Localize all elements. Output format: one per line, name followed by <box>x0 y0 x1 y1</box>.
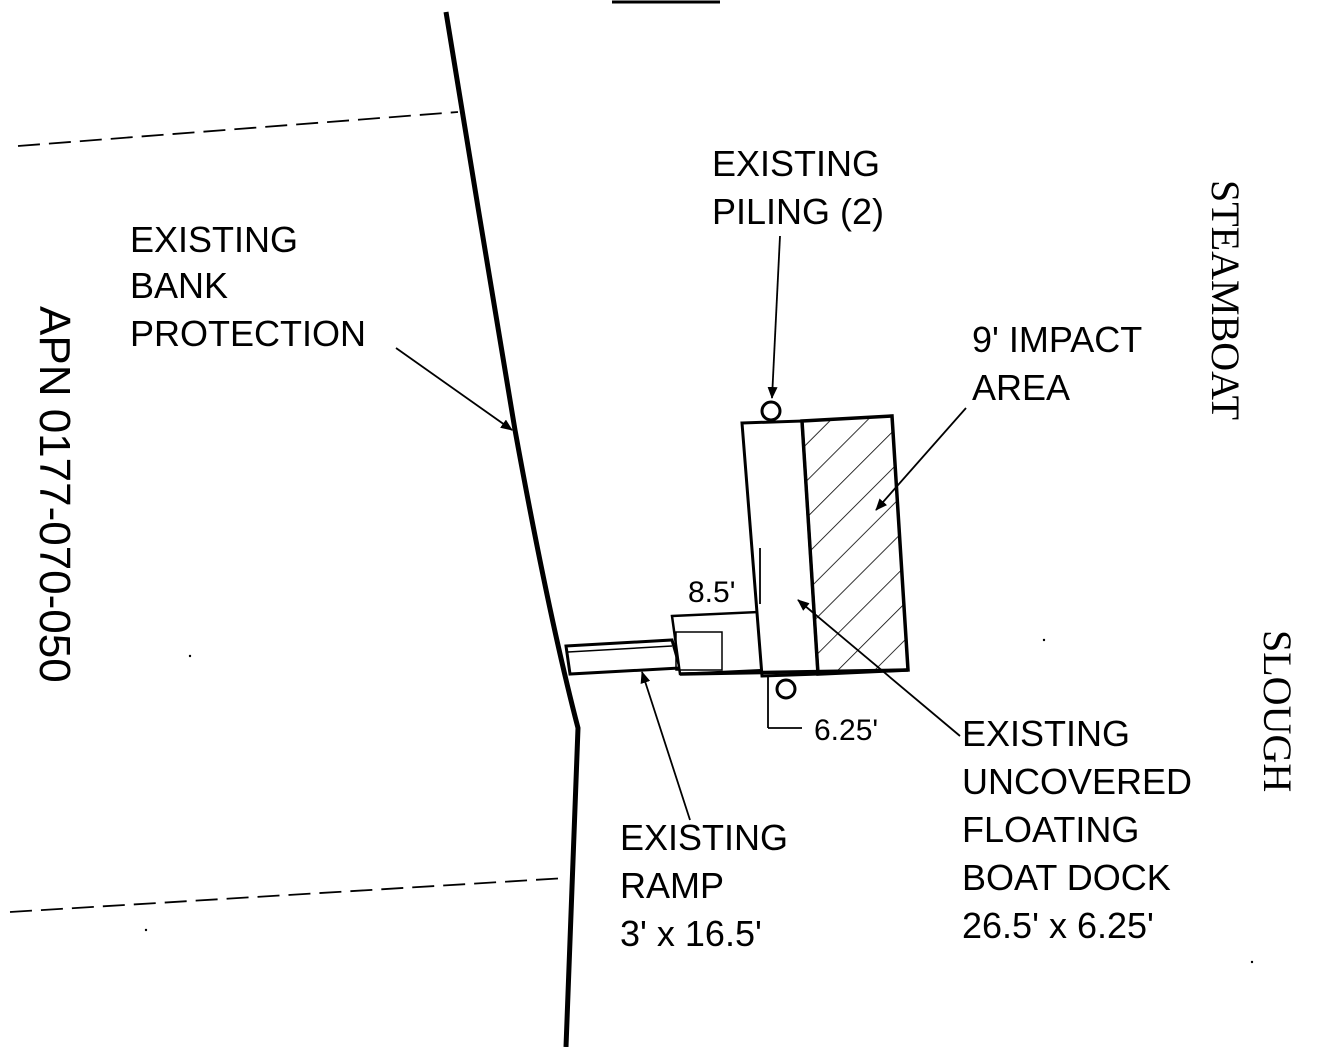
piling-label: EXISTING PILING (2) <box>712 143 890 232</box>
ramp-label: EXISTING RAMP 3' x 16.5' <box>620 817 798 954</box>
piling-leader <box>767 235 781 399</box>
property-line-top <box>17 111 459 147</box>
waterway-label-slough: SLOUGH <box>1255 630 1300 792</box>
speck-1 <box>1042 638 1046 642</box>
dock-leader <box>797 599 961 737</box>
bank-label-line-3: PROTECTION <box>130 313 366 354</box>
waterway-label-steamboat: STEAMBOAT <box>1203 180 1248 420</box>
dock-label-line-3: FLOATING <box>962 809 1139 850</box>
dim-depth-label: 6.25' <box>814 714 878 747</box>
dock-label-line-2: UNCOVERED <box>962 761 1192 802</box>
bank-label-line-1: EXISTING <box>130 219 298 260</box>
dock-bottom-edge <box>679 668 909 676</box>
speck-4 <box>144 928 148 932</box>
impact-leader <box>875 407 967 511</box>
bank-label-line-2: BANK <box>130 265 228 306</box>
ramp-label-line-2: RAMP <box>620 865 723 906</box>
dock-label-line-1: EXISTING <box>962 713 1130 754</box>
impact-label: 9' IMPACT AREA <box>972 319 1152 408</box>
impact-label-line-1: 9' IMPACT <box>972 319 1142 360</box>
bank-leader <box>395 347 513 431</box>
impact-area <box>800 414 910 676</box>
apn-label: APN 0177-070-050 <box>30 306 79 683</box>
piling-bottom <box>775 678 797 700</box>
ramp-inner-line <box>567 645 673 653</box>
speck-3 <box>188 654 192 658</box>
ramp-shape <box>564 638 682 676</box>
ramp-label-line-3: 3' x 16.5' <box>620 913 762 954</box>
ramp-leader <box>640 671 691 821</box>
dock-label: EXISTING UNCOVERED FLOATING BOAT DOCK 26… <box>962 713 1202 946</box>
gangway-box <box>675 631 723 671</box>
piling-label-line-2: PILING (2) <box>712 191 884 232</box>
ramp-label-line-1: EXISTING <box>620 817 788 858</box>
dock-label-line-4: BOAT DOCK <box>962 857 1171 898</box>
gangway-shape <box>670 610 768 676</box>
piling-top <box>760 400 782 422</box>
speck-2 <box>1250 960 1254 964</box>
dock-label-line-5: 26.5' x 6.25' <box>962 905 1154 946</box>
dim-width-label: 8.5' <box>688 576 735 609</box>
impact-label-line-2: AREA <box>972 367 1070 408</box>
bank-label: EXISTING BANK PROTECTION <box>130 219 366 354</box>
bank-shoreline <box>443 11 581 1047</box>
piling-label-line-1: EXISTING <box>712 143 880 184</box>
property-line-bottom <box>9 877 567 913</box>
